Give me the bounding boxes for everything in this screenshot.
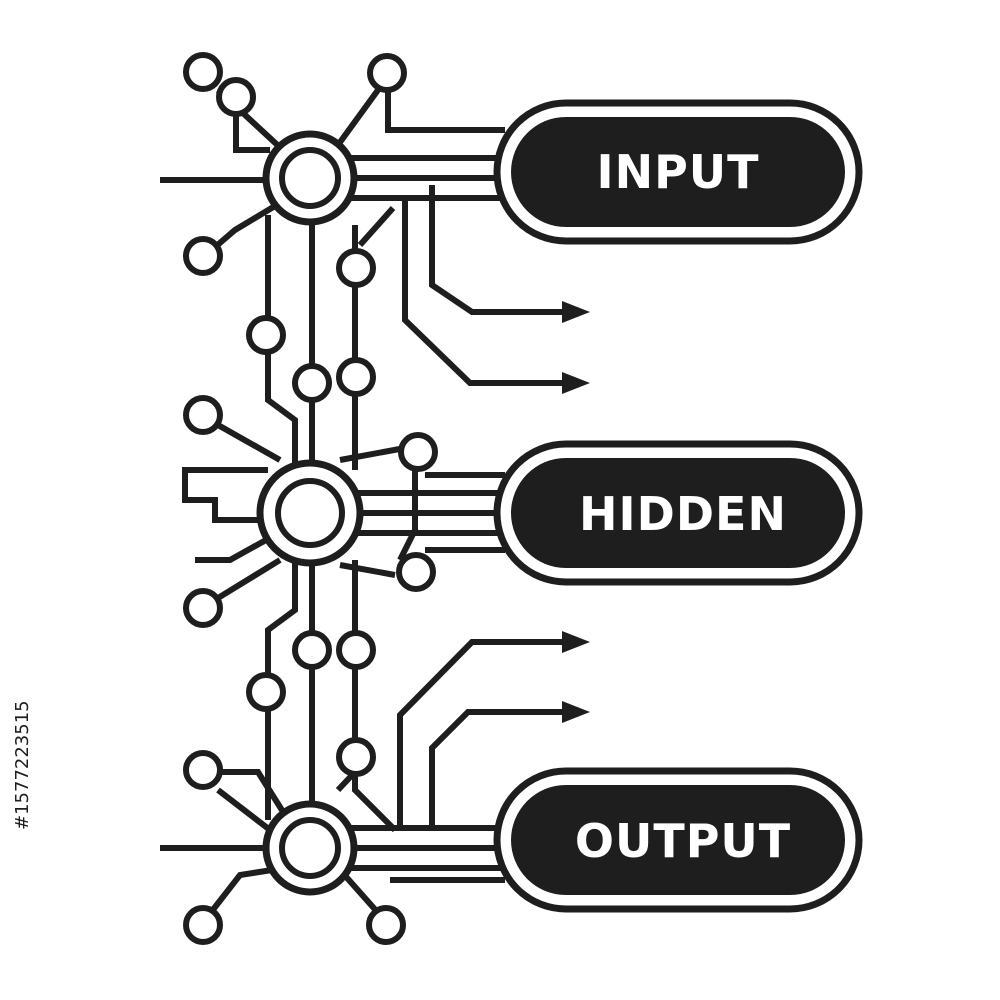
node-circle-icon bbox=[183, 588, 223, 628]
input-layer-pill: INPUT bbox=[493, 99, 863, 245]
node-circle-icon bbox=[336, 248, 376, 288]
wire-trunk-1 bbox=[265, 215, 298, 470]
hidden-layer-pill: HIDDEN bbox=[493, 440, 863, 586]
output-layer-label: OUTPUT bbox=[575, 814, 791, 868]
wire-trunk-6 bbox=[352, 560, 398, 833]
wire-hidden-c bbox=[195, 532, 277, 563]
output-layer-pill: OUTPUT bbox=[493, 767, 863, 913]
node-circle-icon bbox=[336, 357, 376, 397]
watermark-id: #1577223515 bbox=[12, 700, 33, 830]
input-layer-label: INPUT bbox=[596, 145, 759, 199]
wire-arrow-3 bbox=[397, 639, 565, 825]
node-circle-icon bbox=[246, 672, 286, 712]
small-nodes bbox=[183, 52, 438, 945]
wire-hidden-a bbox=[216, 422, 282, 463]
node-circle-icon bbox=[183, 395, 223, 435]
node-circle-icon bbox=[336, 737, 376, 777]
node-circle-icon bbox=[366, 905, 406, 945]
wire-output-a bbox=[218, 769, 288, 817]
wire-top-node-b bbox=[233, 115, 270, 153]
wire-hidden-d bbox=[216, 557, 282, 601]
arrowhead-icon bbox=[562, 372, 590, 394]
node-circle-icon bbox=[292, 630, 332, 670]
node-circle-icon bbox=[183, 236, 223, 276]
node-circle-icon bbox=[396, 552, 436, 592]
node-circle-icon bbox=[183, 750, 223, 790]
node-circle-icon bbox=[246, 315, 286, 355]
wire-diag-to-node bbox=[357, 206, 396, 247]
node-circle-icon bbox=[336, 630, 376, 670]
node-circle-icon bbox=[398, 432, 438, 472]
arrowhead-icon bbox=[562, 701, 590, 723]
wire-hidden-e bbox=[339, 445, 406, 463]
wire-trunk-4 bbox=[265, 560, 298, 820]
hub-node-hidden bbox=[256, 459, 364, 567]
hidden-layer-label: HIDDEN bbox=[579, 487, 787, 541]
wire-top-node-d bbox=[385, 92, 505, 133]
wire-output-b bbox=[216, 787, 272, 833]
node-circle-icon bbox=[183, 905, 223, 945]
hub-node-output bbox=[262, 800, 358, 896]
arrowhead-icon bbox=[562, 301, 590, 323]
wire-arrow-1 bbox=[429, 185, 565, 315]
circuit-wires bbox=[160, 87, 565, 922]
arrowhead-icon bbox=[562, 631, 590, 653]
wire-hidden-g bbox=[339, 562, 396, 578]
node-circle-icon bbox=[183, 52, 223, 92]
wire-arrow-2 bbox=[402, 200, 565, 386]
wire-top-node-c bbox=[335, 88, 381, 147]
node-circle-icon bbox=[216, 77, 256, 117]
arrowheads bbox=[562, 301, 590, 723]
node-circle-icon bbox=[292, 363, 332, 403]
wire-top-node-e bbox=[212, 197, 287, 251]
hub-node-input bbox=[262, 130, 358, 226]
node-circle-icon bbox=[367, 53, 407, 93]
wire-arrow-4 bbox=[429, 709, 565, 830]
wire-hidden-b bbox=[182, 467, 270, 523]
